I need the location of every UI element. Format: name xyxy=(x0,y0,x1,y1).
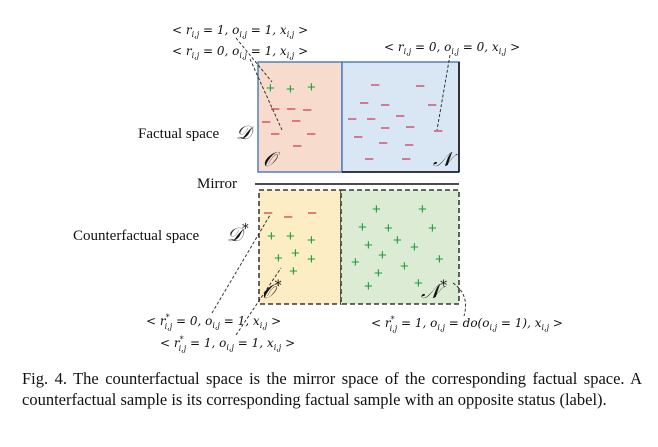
factual-space-label: Factual space xyxy=(138,126,220,142)
positive-sample-mark: + xyxy=(435,251,444,268)
leader-bot-2 xyxy=(235,267,282,336)
negative-sample-mark: – xyxy=(271,125,280,142)
negative-sample-mark: – xyxy=(434,122,443,139)
leader-top-1 xyxy=(235,37,273,83)
negative-sample-mark: – xyxy=(381,96,390,113)
negative-sample-mark: – xyxy=(271,100,280,117)
mirror-label: Mirror xyxy=(197,176,237,192)
negative-sample-mark: – xyxy=(428,96,437,113)
sample-symbols: +++–––––––––––––––––––––––––––++++++++++… xyxy=(262,76,444,295)
factual-space-symbol: 𝒟 xyxy=(236,122,255,144)
positive-sample-mark: + xyxy=(274,250,283,267)
negative-sample-mark: – xyxy=(416,77,425,94)
positive-sample-mark: + xyxy=(428,220,437,237)
negative-sample-mark: – xyxy=(348,110,357,127)
annotation-factual-O-negative: < ri,j = 0, oi,j = 1, xi,j > xyxy=(172,44,308,60)
negative-sample-mark: – xyxy=(365,150,374,167)
positive-sample-mark: + xyxy=(307,251,316,268)
negative-sample-mark: – xyxy=(406,118,415,135)
annotation-cf-O-positive: < r*i,j = 1, oi,j = 1, xi,j > xyxy=(160,335,295,353)
positive-sample-mark: + xyxy=(418,201,427,218)
negative-sample-mark: – xyxy=(354,128,363,145)
cf-O-region xyxy=(258,189,342,305)
leader-lines xyxy=(211,37,467,336)
positive-sample-mark: + xyxy=(364,278,373,295)
annotation-cf-N-positive: < r*i,j = 1, oi,j = do(oi,j = 1), xi,j > xyxy=(371,315,563,333)
negative-sample-mark: – xyxy=(367,110,376,127)
positive-sample-mark: + xyxy=(393,232,402,249)
negative-sample-mark: – xyxy=(293,137,302,154)
positive-sample-mark: + xyxy=(266,80,275,97)
negative-sample-mark: – xyxy=(360,94,369,111)
negative-sample-mark: – xyxy=(381,119,390,136)
positive-sample-mark: + xyxy=(414,275,423,292)
positive-sample-mark: + xyxy=(358,219,367,236)
positive-sample-mark: + xyxy=(307,232,316,249)
negative-sample-mark: – xyxy=(287,100,296,117)
negative-sample-mark: – xyxy=(262,113,271,130)
negative-sample-mark: – xyxy=(402,150,411,167)
positive-sample-mark: + xyxy=(364,237,373,254)
negative-sample-mark: – xyxy=(307,125,316,142)
negative-sample-mark: – xyxy=(379,134,388,151)
positive-sample-mark: + xyxy=(384,220,393,237)
annotation-cf-O-negative: < r*i,j = 0, oi,j = 1, xi,j > xyxy=(146,313,281,331)
negative-sample-mark: – xyxy=(303,101,312,118)
counterfactual-space-symbol: 𝒟* xyxy=(227,222,249,246)
positive-sample-mark: + xyxy=(289,263,298,280)
positive-sample-mark: + xyxy=(351,254,360,271)
positive-sample-mark: + xyxy=(378,247,387,264)
positive-sample-mark: + xyxy=(372,201,381,218)
positive-sample-mark: + xyxy=(286,81,295,98)
leader-bot-1 xyxy=(211,214,271,314)
positive-sample-mark: + xyxy=(286,228,295,245)
annotation-factual-N-negative: < ri,j = 0, oi,j = 0, xi,j > xyxy=(384,40,520,56)
negative-sample-mark: – xyxy=(396,107,405,124)
positive-sample-mark: + xyxy=(307,79,316,96)
leader-top-3 xyxy=(436,54,451,131)
positive-sample-mark: + xyxy=(291,245,300,262)
negative-sample-mark: – xyxy=(292,112,301,129)
counterfactual-space-label: Counterfactual space xyxy=(73,228,200,244)
factual-O-region xyxy=(257,61,343,173)
negative-sample-mark: – xyxy=(308,204,317,221)
figure-caption: Fig. 4. The counterfactual space is the … xyxy=(22,369,642,409)
positive-sample-mark: + xyxy=(410,239,419,256)
positive-sample-mark: + xyxy=(400,258,409,275)
negative-sample-mark: – xyxy=(264,204,273,221)
cf-N-region xyxy=(340,189,460,305)
positive-sample-mark: + xyxy=(267,228,276,245)
leader-top-2 xyxy=(249,58,283,131)
positive-sample-mark: + xyxy=(374,265,383,282)
negative-sample-mark: – xyxy=(371,76,380,93)
negative-sample-mark: – xyxy=(284,208,293,225)
annotation-factual-O-positive: < ri,j = 1, oi,j = 1, xi,j > xyxy=(172,23,308,39)
negative-sample-mark: – xyxy=(405,136,414,153)
